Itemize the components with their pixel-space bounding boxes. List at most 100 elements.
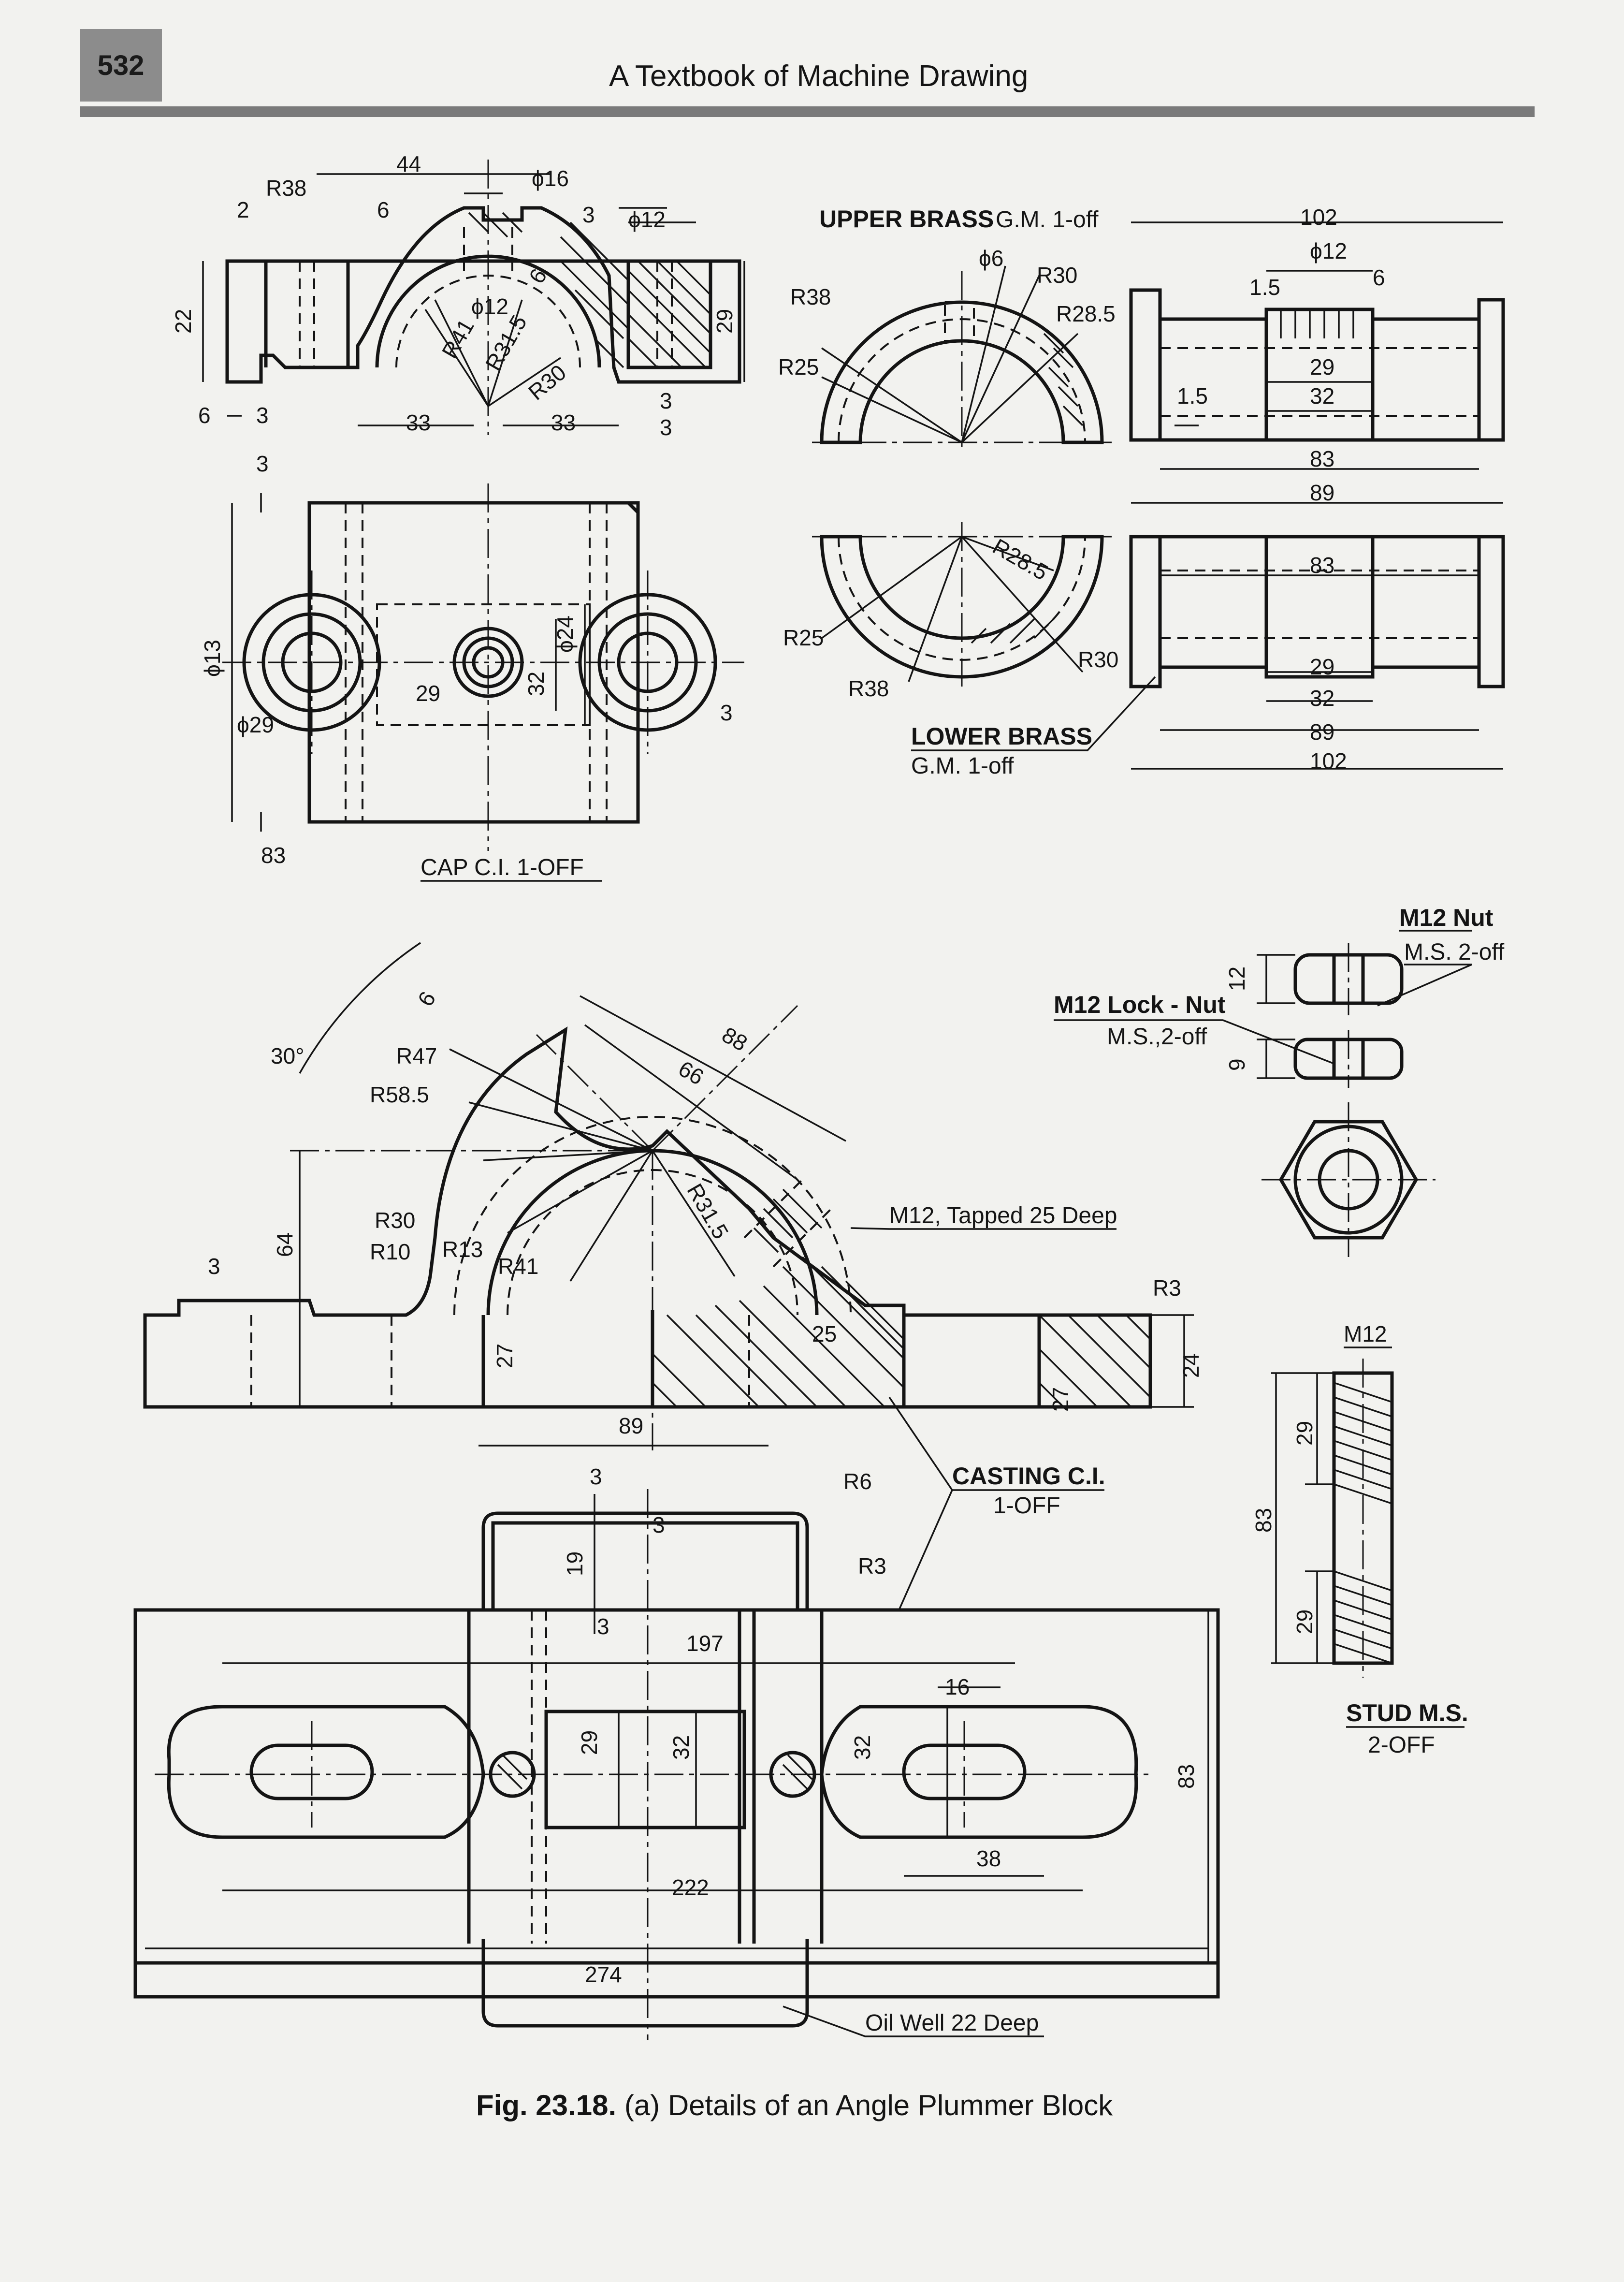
cap-dim-3c: 3 [660, 388, 672, 413]
ub-dim-r30: R30 [1037, 263, 1077, 288]
nut-dim-12: 12 [1224, 966, 1249, 991]
nut-spec: M.S. 2-off [1404, 939, 1505, 965]
lb-dim-r30: R30 [1078, 647, 1118, 672]
ub-side-dim-29: 29 [1310, 354, 1334, 380]
ub-side-dim-1-5b: 1.5 [1177, 383, 1208, 409]
book-title: A Textbook of Machine Drawing [609, 59, 1029, 93]
upper-brass-name: UPPER BRASS [819, 205, 994, 233]
ub-side-dim-102: 102 [1300, 205, 1337, 230]
lb-side-dim-29: 29 [1310, 654, 1334, 679]
casting-plan-dim-197: 197 [686, 1631, 724, 1656]
casting-dim-r41: R41 [498, 1254, 538, 1279]
cap-plan-dim-phi13: 29 [416, 681, 440, 706]
casting-front-view: 30° 6 R47 R58.5 88 66 64 R30 R10 R13 R41… [143, 942, 1204, 1450]
cap-dim-33b: 33 [551, 410, 576, 435]
figure-title: (a) Details of an Angle Plummer Block [624, 2089, 1113, 2121]
ub-side-dim-1-5a: 1.5 [1249, 275, 1280, 300]
stud-dim-29a: 29 [1292, 1421, 1317, 1446]
stud-name: STUD M.S. [1346, 1699, 1468, 1726]
casting-dim-27b: 27 [1048, 1387, 1073, 1412]
cap-plan-dim-phi24: ϕ29 [237, 712, 274, 737]
lock-nut-spec: M.S.,2-off [1107, 1024, 1207, 1050]
casting-plan-dim-83: 83 [1174, 1764, 1199, 1789]
cap-plan-dim-32: ϕ24 [552, 615, 578, 653]
cap-label: CAP C.I. 1-OFF [420, 855, 584, 880]
figure-number: Fig. 23.18. [476, 2089, 617, 2121]
cap-dim-2: 2 [237, 197, 249, 222]
casting-dim-30deg: 30° [271, 1043, 304, 1068]
cap-dim-6a: 6 [377, 197, 390, 222]
casting-plan-dim-3b: 3 [597, 1614, 609, 1639]
lb-dim-r25: R25 [783, 625, 824, 650]
casting-dim-25: 25 [812, 1321, 837, 1346]
cap-plan-dim-phi29: 3 [720, 700, 733, 725]
casting-plan-dim-16: 16 [945, 1674, 970, 1699]
casting-plan-dim-r6: R6 [843, 1469, 872, 1494]
casting-plan-dim-222: 222 [672, 1875, 709, 1900]
ub-dim-phi6: ϕ6 [979, 246, 1003, 271]
casting-plan-dim-38: 38 [976, 1846, 1001, 1871]
casting-dim-r47: R47 [396, 1043, 437, 1068]
cap-plan-dim-3b: 83 [261, 843, 286, 868]
casting-plan-dim-3c: 3 [652, 1512, 665, 1537]
casting-dim-64: 64 [272, 1232, 297, 1257]
lb-side-dim-32: 32 [1310, 686, 1334, 711]
casting-plan-dim-3a: 3 [590, 1464, 602, 1489]
casting-plan-dim-r3: R3 [858, 1553, 886, 1579]
lower-brass-name: LOWER BRASS [911, 723, 1092, 750]
lb-dim-r38: R38 [848, 676, 889, 701]
casting-dim-66: 66 [674, 1056, 708, 1090]
casting-dim-88: 88 [718, 1022, 752, 1056]
casting-dim-24: 24 [1178, 1353, 1204, 1378]
casting-dim-r3a: R3 [1153, 1275, 1181, 1301]
nuts: M12 Nut M.S. 2-off 12 M12 Lock - Nut M.S… [1054, 904, 1505, 1257]
casting-dim-r58-5: R58.5 [370, 1082, 429, 1107]
ub-dim-r25: R25 [778, 354, 819, 380]
cap-dim-6c: 6 [198, 403, 211, 428]
casting-name: CASTING C.I. [952, 1463, 1105, 1490]
lb-side-dim-102: 102 [1310, 748, 1347, 774]
ub-side-dim-32: 32 [1310, 383, 1334, 409]
cap-dim-33a: 33 [406, 410, 431, 435]
casting-dim-89: 89 [619, 1413, 643, 1438]
cap-plan-dim-29: 32 [523, 672, 549, 696]
casting-dim-27a: 27 [492, 1344, 517, 1368]
lock-nut-name: M12 Lock - Nut [1054, 991, 1226, 1018]
upper-brass-spec: G.M. 1-off [996, 207, 1099, 233]
lower-brass-front: R28.5 R25 R30 R38 LOWER BRASS G.M. 1-off [783, 522, 1156, 779]
ub-side-dim-83: 83 [1310, 446, 1334, 471]
lb-side-dim-89: 89 [1310, 719, 1334, 745]
cap-dim-r30: R30 [523, 360, 571, 405]
lower-brass-side: 83 29 32 89 102 [1129, 535, 1505, 774]
cap-dim-phi16: ϕ16 [532, 166, 569, 191]
casting-plan-dim-32a: 32 [668, 1735, 694, 1760]
upper-brass-side: 102 ϕ12 1.5 6 29 32 1.5 83 89 [1129, 205, 1505, 505]
ub-side-dim-89: 89 [1310, 480, 1334, 505]
nut-name: M12 Nut [1399, 904, 1494, 931]
cap-dim-3d: 3 [660, 415, 672, 440]
lb-side-dim-83: 83 [1310, 553, 1334, 578]
casting-dim-r13: R13 [442, 1237, 483, 1262]
page-number: 532 [80, 29, 162, 102]
cap-plan-dim-83: ϕ13 [200, 640, 225, 677]
ub-side-dim-6: 6 [1373, 265, 1385, 290]
cap-dim-phi12b: ϕ12 [471, 294, 508, 319]
cap-dim-r41: R41 [437, 315, 479, 363]
casting-plan-view: 3 R6 19 3 R3 3 197 16 29 32 32 83 38 222… [133, 1397, 1220, 2040]
casting-dim-3a: 3 [208, 1254, 220, 1279]
cap-front-view: R38 44 ϕ16 2 6 3 ϕ12 22 29 6 ϕ12 R41 R31… [171, 151, 745, 440]
cap-plan-dim-3a: 3 [256, 451, 269, 476]
cap-dim-29: 29 [712, 309, 737, 334]
casting-dim-6: 6 [413, 987, 441, 1010]
ub-dim-r38: R38 [790, 284, 831, 309]
cap-dim-phi12a: ϕ12 [628, 207, 666, 232]
casting-spec: 1-OFF [993, 1493, 1060, 1519]
casting-plan-dim-274: 274 [585, 1962, 622, 1987]
cap-dim-44: 44 [396, 151, 421, 176]
figure-caption: Fig. 23.18. (a) Details of an Angle Plum… [476, 2089, 1113, 2122]
casting-dim-r30: R30 [375, 1208, 415, 1233]
ub-side-dim-phi12: ϕ12 [1310, 238, 1347, 263]
ub-dim-r28-5: R28.5 [1056, 301, 1116, 326]
cap-dim-3b: 3 [256, 403, 269, 428]
